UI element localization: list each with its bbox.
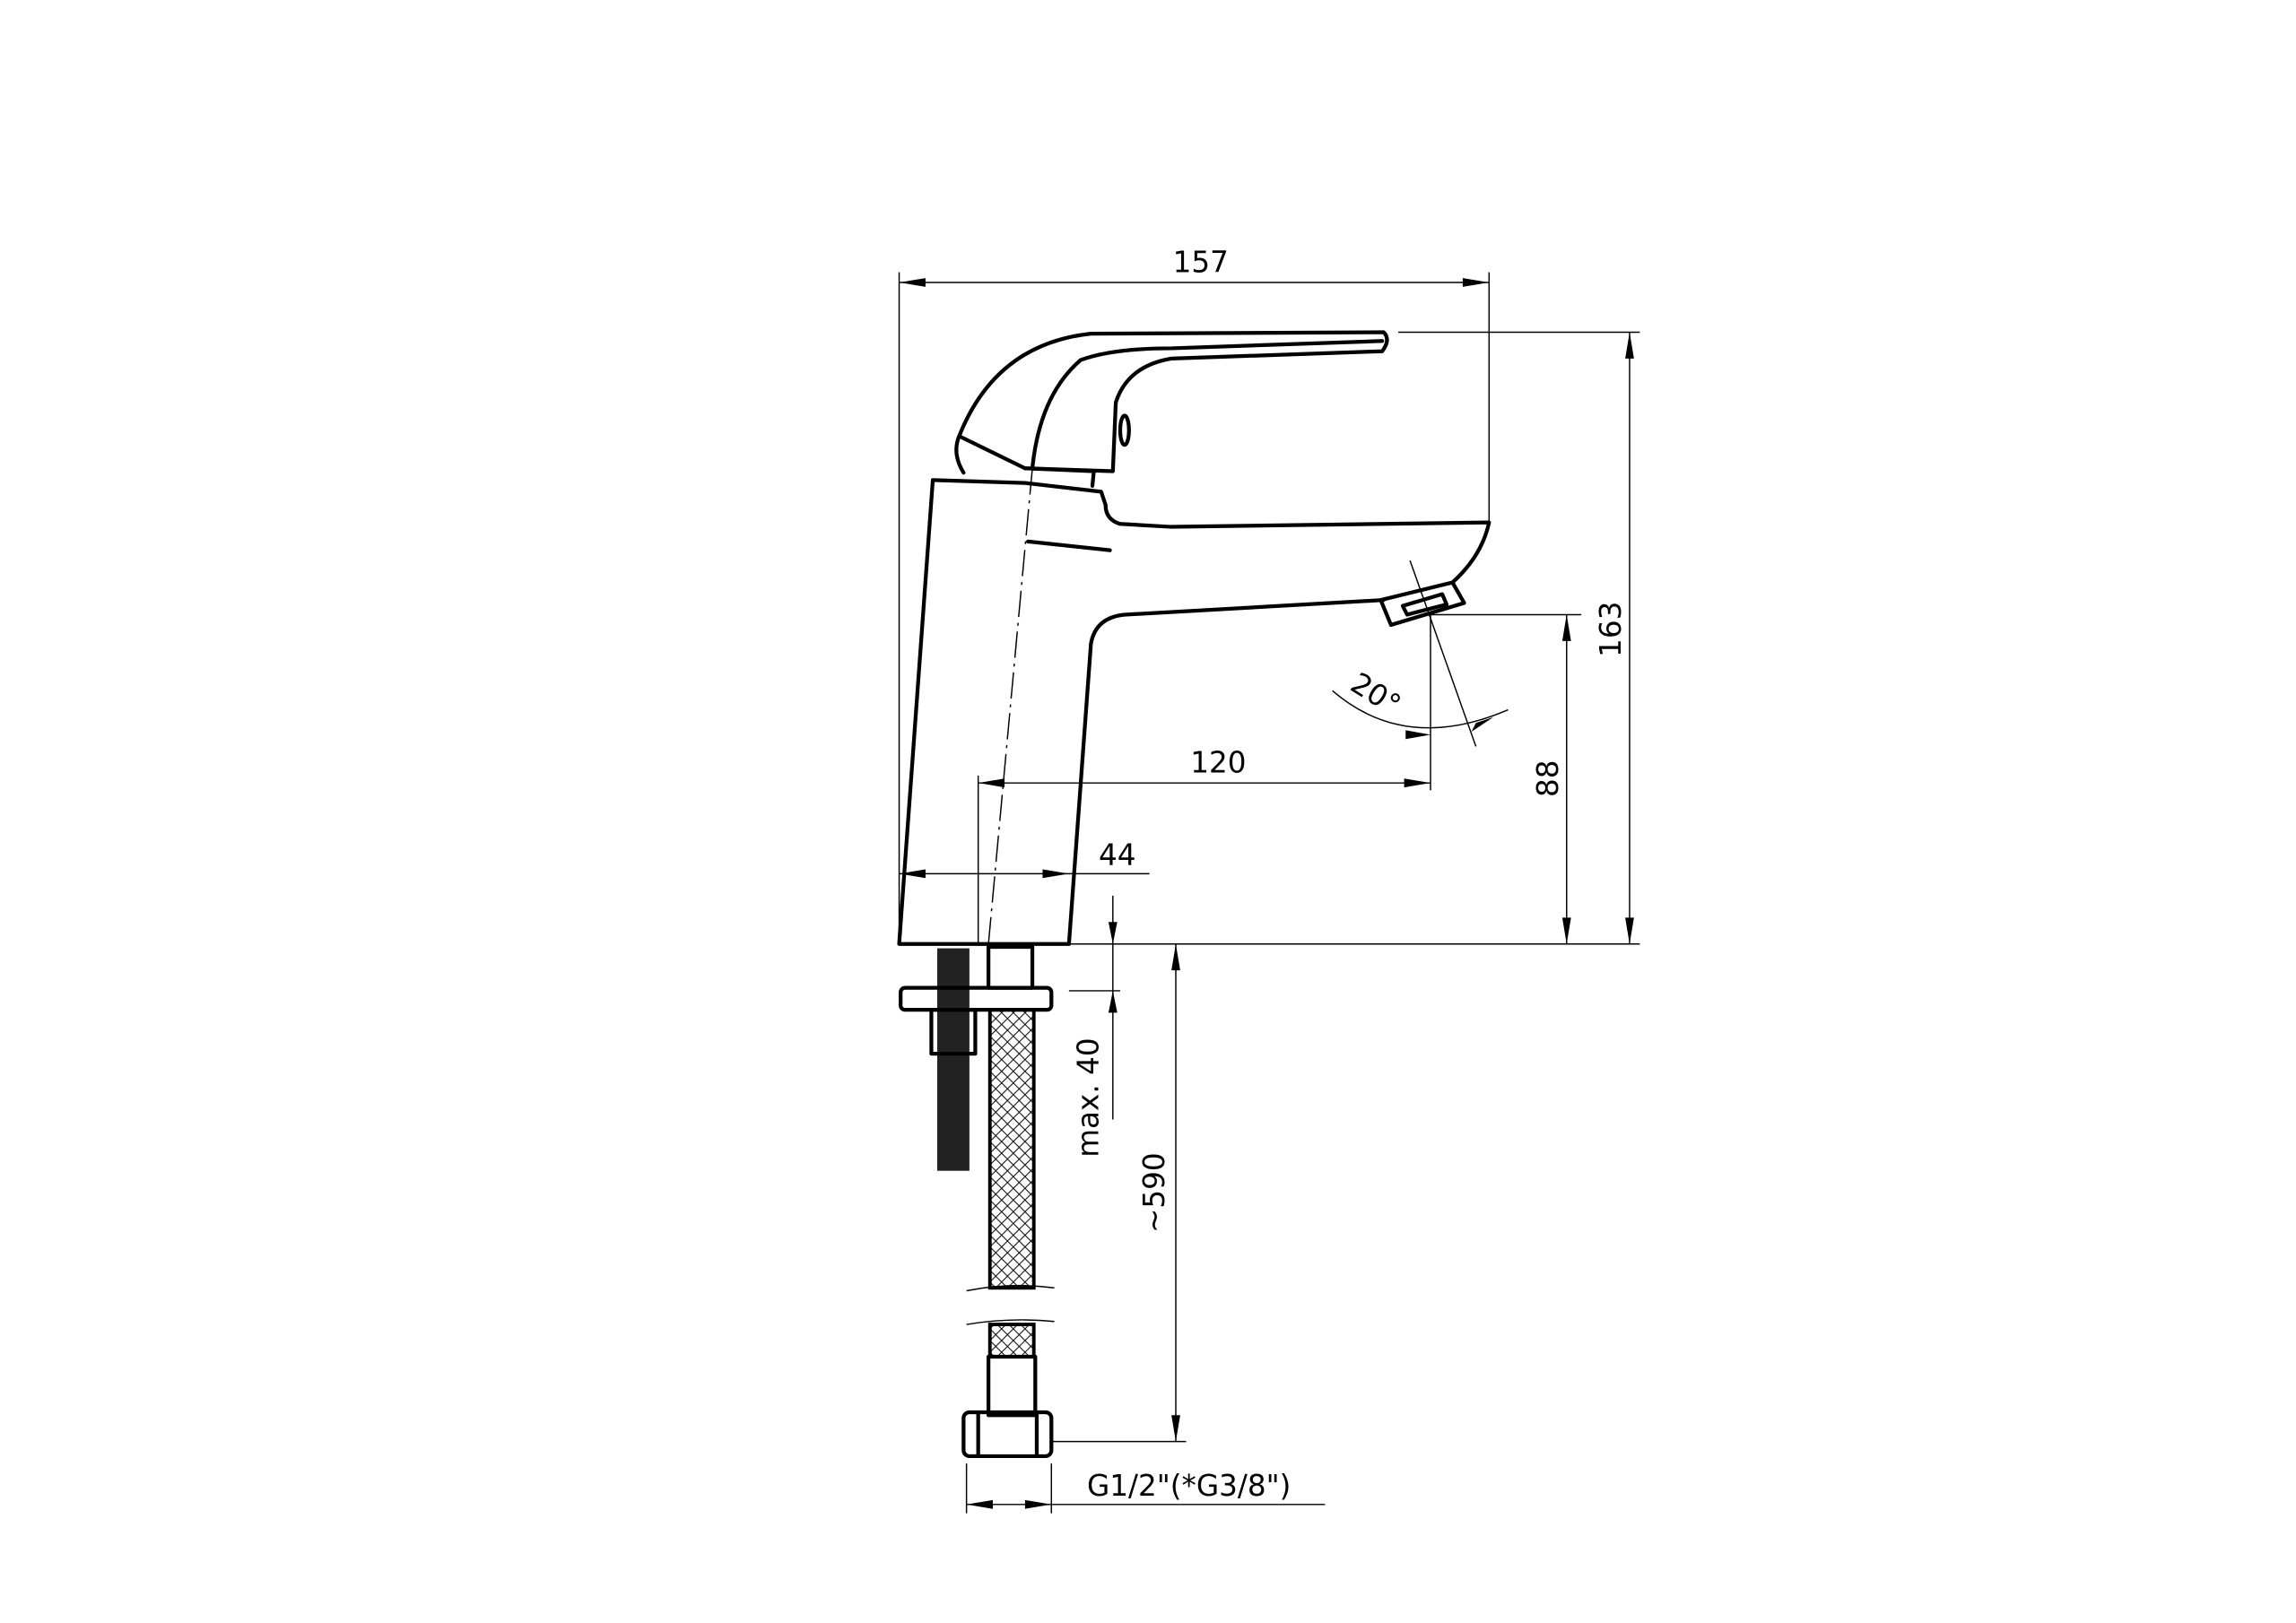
dim-hose-length: ~590 [1137, 1152, 1171, 1233]
dim-angle-arc [1332, 560, 1509, 747]
fixing-nut [929, 1008, 978, 1056]
handle-inner [1030, 339, 1385, 471]
faucet-body [897, 478, 1386, 946]
fixing-washer [899, 985, 1054, 1012]
union-nut [961, 1410, 1054, 1459]
dim-arrows [1405, 716, 1494, 740]
center-line [987, 468, 1033, 944]
aerator [1378, 580, 1466, 628]
flexible-hose-end [987, 1323, 1036, 1358]
mounting-hardware [899, 944, 1055, 1459]
cartridge [954, 434, 1096, 488]
hose-break [966, 1284, 1055, 1325]
dim-spout-angle: 20° [1344, 666, 1406, 723]
dim-body-width: 44 [1099, 838, 1136, 872]
hose-ferrule [986, 1354, 1038, 1418]
hose-connector [986, 944, 1035, 990]
dim-max-thickness: max. 40 [1072, 1037, 1106, 1157]
dim-connection-thread: G1/2"(*G3/8") [1087, 1469, 1291, 1503]
dim-163-line [1068, 331, 1640, 945]
spout-top [1103, 502, 1492, 585]
dim-590-line [1051, 943, 1187, 1443]
indicator-mark [1026, 539, 1112, 552]
dim-overall-width: 157 [1173, 246, 1229, 280]
dim-arrows [966, 1499, 1052, 1509]
dim-overall-height: 163 [1594, 602, 1628, 657]
handle [957, 330, 1389, 473]
handle-screw [1118, 413, 1131, 447]
dim-157-line [898, 272, 1491, 937]
dim-arrows [1108, 922, 1118, 1013]
dim-spout-reach: 120 [1190, 746, 1246, 780]
dim-120-line [977, 614, 1431, 944]
dim-88-line [1427, 613, 1582, 944]
flexible-hose [987, 1008, 1036, 1290]
dimensions: 157 163 88 120 44 20° max. 40 ~590 G1/2" [898, 246, 1640, 1514]
threaded-rod [936, 948, 970, 1171]
union-nut-faces [976, 1411, 1039, 1457]
dim-spout-height: 88 [1531, 760, 1565, 798]
body-top [930, 478, 1108, 508]
faucet-outline [897, 330, 1492, 946]
